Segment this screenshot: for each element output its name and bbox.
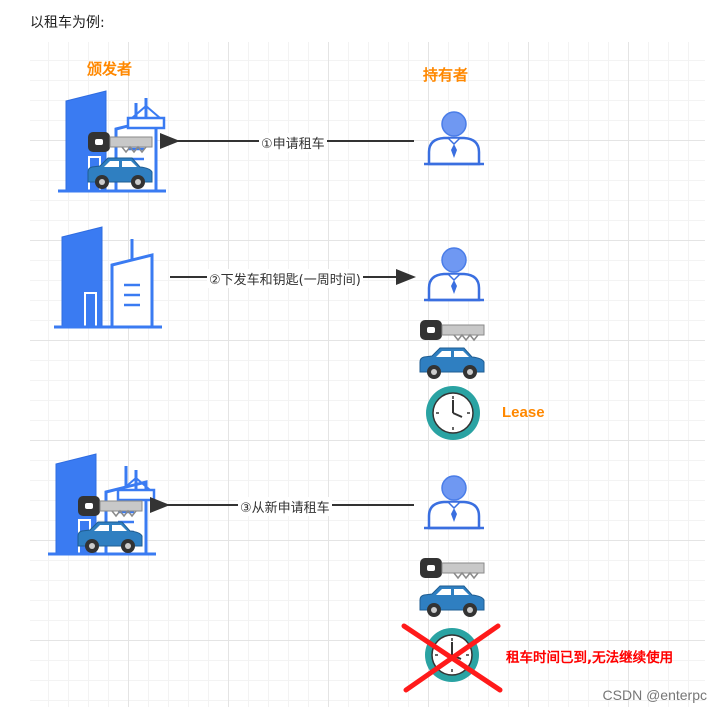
step-2-label: ②下发车和钥匙(一周时间) (207, 269, 363, 288)
diagram-canvas (30, 42, 705, 707)
crane-icon (116, 468, 156, 502)
key-icon (419, 319, 485, 341)
holder-person-icon (422, 110, 486, 166)
clock-icon (425, 385, 481, 441)
car-icon (419, 585, 485, 618)
cross-icon (401, 623, 503, 693)
lease-label: Lease (502, 404, 545, 421)
step-1-label: ①申请租车 (259, 133, 327, 152)
step-3-label: ③从新申请租车 (238, 497, 332, 516)
crane-icon (126, 96, 166, 130)
intro-text: 以租车为例: (30, 15, 105, 31)
car-icon (419, 347, 485, 380)
issuer-building-icon-2 (52, 225, 164, 329)
key-icon (419, 557, 485, 579)
holder-person-icon-2 (422, 246, 486, 302)
holder-person-icon-3 (422, 474, 486, 530)
expired-label: 租车时间已到,无法继续使用 (506, 650, 674, 666)
watermark: CSDN @enterpc (602, 687, 707, 703)
holder-title: 持有者 (423, 66, 469, 84)
issuer-title: 颁发者 (87, 60, 133, 78)
